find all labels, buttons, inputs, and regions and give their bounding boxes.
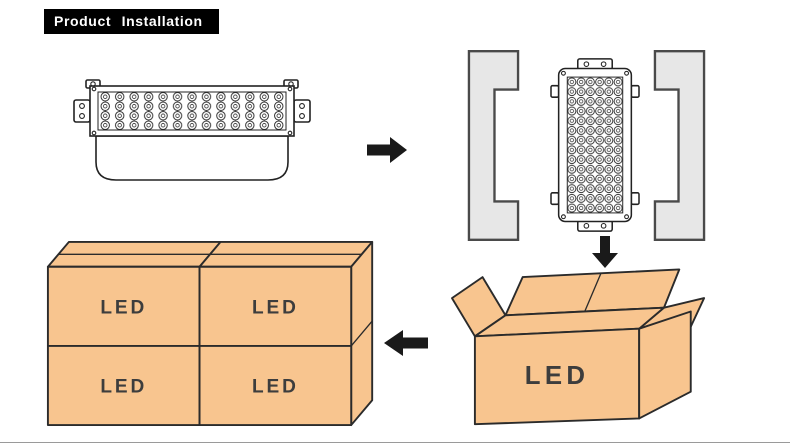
panel-screws-vertical — [560, 70, 630, 220]
stack-led-label-3: LED — [100, 377, 147, 398]
carton-side-face — [638, 310, 692, 420]
stack-led-label-1: LED — [100, 297, 147, 318]
led-array — [97, 91, 287, 131]
stacked-cartons-illustration: LED LED LED LED — [46, 240, 374, 427]
side-row-divider — [350, 320, 373, 347]
open-carton-led-label: LED — [525, 362, 589, 390]
lamp-body — [95, 135, 289, 181]
carton-front-bottom-left — [46, 344, 201, 427]
carton-flap-seam — [584, 273, 602, 312]
arrow-down-icon — [592, 236, 618, 268]
carton-front-top-right — [198, 265, 353, 347]
mounting-bracket-left — [73, 99, 91, 123]
side-tabs — [550, 84, 640, 206]
section-title: Product Installation — [54, 13, 203, 29]
foam-protector-left — [467, 50, 520, 241]
open-carton-illustration: LED — [451, 268, 706, 426]
foam-protector-right — [653, 50, 706, 241]
arrow-right-icon — [367, 137, 407, 163]
arrow-left-icon — [384, 330, 428, 356]
led-flood-light-vertical-illustration — [550, 58, 640, 232]
led-array-vertical — [566, 76, 624, 214]
section-title-banner: Product Installation — [44, 9, 219, 34]
stack-led-label-2: LED — [252, 297, 299, 318]
led-flood-light-illustration — [73, 79, 311, 181]
carton-front-bottom-right — [198, 344, 353, 427]
panel-screws — [91, 86, 293, 136]
mounting-bracket-right — [293, 99, 311, 123]
stack-led-label-4: LED — [252, 377, 299, 398]
